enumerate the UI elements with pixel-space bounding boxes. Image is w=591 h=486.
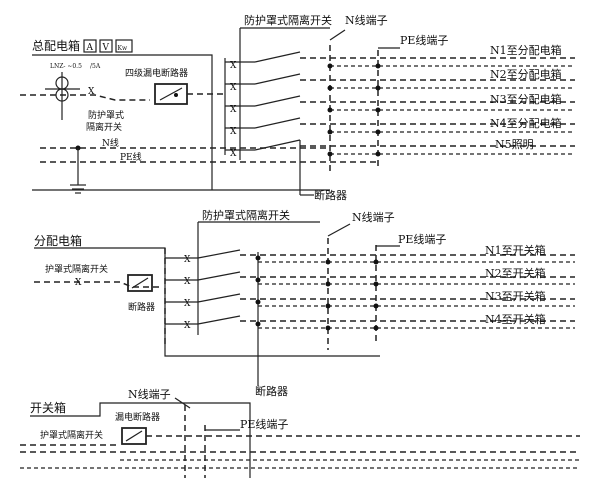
panel2-isolator-label: 护罩式隔离开关 [45,263,108,275]
branch3-switch [254,95,301,107]
branch5-switch [254,139,301,151]
out4-label: N4至分配电箱 [490,116,562,130]
leakage-breaker-label: 四级漏电断路器 [125,67,188,79]
branch2-mark: X [230,83,237,93]
ammeter-box [83,39,97,53]
n-terminal-leader [329,29,346,41]
out1-label: N1至分配电箱 [490,43,562,57]
branch2-switch [254,73,301,85]
branch1-mark: X [230,61,237,71]
panel2-breaker-box [127,274,153,292]
branch-circuits: X X X X X [225,51,301,159]
p2-branch1-mark: X [184,255,191,265]
meter-spec-1: LNZ- ~0.5 [50,63,82,70]
main-distribution-panel: 总配电箱 A V Kw LNZ- ~0.5 /5A X 防护罩式 隔离开关 四级… [20,13,575,202]
panel1-enclosure-left [32,54,213,190]
p2-out4-label: N4至开关箱 [485,312,546,326]
voltmeter-box [99,39,113,53]
panel3-enclosure [30,402,251,478]
branch4-mark: X [230,127,237,137]
switch-box-panel: 开关箱 护罩式隔离开关 漏电断路器 N线端子 PE线端子 [20,387,580,478]
meter-spec-2: /5A [90,63,101,70]
p2-branch2-mark: X [184,277,191,287]
isolator-label-line2: 隔离开关 [86,121,122,133]
panel1-breaker-label: 断路器 [314,188,347,202]
panel2-top-isolator: 防护罩式隔离开关 [202,208,290,222]
panel3-title: 开关箱 [30,400,66,415]
sub-distribution-panel: 分配电箱 护罩式隔离开关 X 断路器 防护罩式隔离开关 X X X X 断路器 [34,208,575,398]
panel2-branches: X X X X [165,249,241,331]
panel2-breaker-small-label: 断路器 [128,301,155,313]
branch3-mark: X [230,105,237,115]
p2-branch3-mark: X [184,299,191,309]
n-terminal-label: N线端子 [345,13,388,27]
kw-meter-box [115,39,133,53]
pe-terminal-label: PE线端子 [400,33,448,47]
panel3-pe-terminal: PE线端子 [240,417,288,431]
panel3-leakage-breaker: 漏电断路器 [115,411,160,423]
branch1-switch [254,51,301,63]
panel1-title: 总配电箱 [32,38,80,53]
isolator-label-line1: 防护罩式 [88,109,124,121]
panel2-incoming [34,281,160,288]
leakage-breaker-node [174,93,178,97]
leakage-breaker-contact [159,87,183,101]
pe-line-label: PE线 [120,151,142,163]
ammeter-label: A [86,43,94,53]
top-isolator-label: 防护罩式隔离开关 [244,13,332,27]
branch5-mark: X [230,149,237,159]
out5-label: N5照明 [495,138,534,151]
panel2-breaker-label: 断路器 [255,384,288,398]
incoming-isolator-mark: X [88,87,95,97]
panel2-pe-terminal: PE线端子 [398,232,446,246]
panel2-incoming-mark: X [75,278,82,288]
p2-branch4-mark: X [184,321,191,331]
kw-meter-label: Kw [118,45,128,52]
voltmeter-label: V [102,43,110,53]
p2-out2-label: N2至开关箱 [485,266,546,280]
panel1-outputs: N1至分配电箱 N2至分配电箱 N3至分配电箱 N4至分配电箱 N5照明 [300,43,575,157]
panel2-title: 分配电箱 [34,233,82,248]
panel3-isolator-label: 护罩式隔离开关 [40,429,103,441]
branch4-switch [254,117,301,129]
out3-label: N3至分配电箱 [490,92,562,106]
panel2-outputs: N1至开关箱 N2至开关箱 N3至开关箱 N4至开关箱 [240,243,575,331]
incoming-line [20,94,150,101]
out2-label: N2至分配电箱 [490,67,562,81]
panel3-n-terminal: N线端子 [128,387,171,401]
panel2-n-terminal: N线端子 [352,210,395,224]
p2-out3-label: N3至开关箱 [485,289,546,303]
n-line-label: N线 [102,137,119,149]
p2-out1-label: N1至开关箱 [485,243,546,257]
